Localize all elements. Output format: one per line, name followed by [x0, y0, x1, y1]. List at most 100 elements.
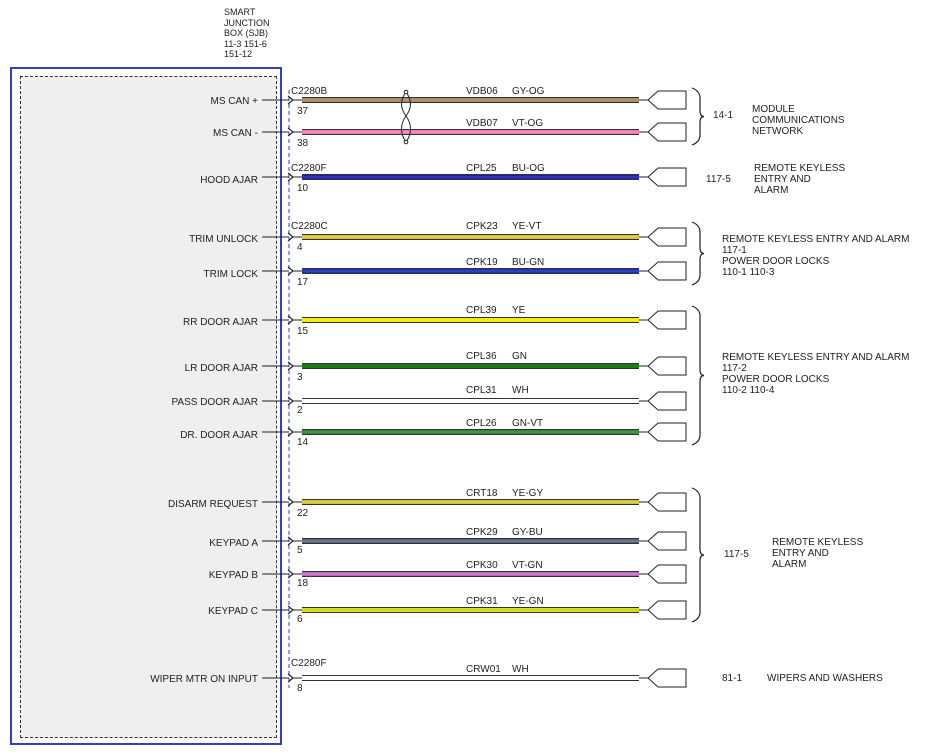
ref-line: ALARM	[754, 185, 789, 196]
signal-label: WIPER MTR ON INPUT	[150, 674, 258, 685]
connector-tab	[647, 531, 687, 551]
signal-label: LR DOOR AJAR	[184, 363, 258, 374]
wire-color-code: VT-GN	[512, 560, 543, 571]
ref-system-name: REMOTE KEYLESS ENTRY AND ALARM 117-2 POW…	[722, 352, 909, 396]
wire-color-code: GN	[512, 351, 527, 362]
ref-page-number: 117-5	[706, 174, 731, 185]
connector-label: C2280F	[291, 163, 327, 174]
pin-number: 4	[297, 242, 303, 253]
pin-number: 3	[297, 372, 303, 383]
connector-tab	[647, 227, 687, 247]
pin-number: 38	[297, 138, 309, 149]
twisted-pair-end	[403, 89, 409, 95]
wire-color-code: GY-BU	[512, 527, 543, 538]
ref-system-name: REMOTE KEYLESS ENTRY AND ALARM	[772, 537, 863, 570]
ref-page-number: 117-5	[724, 549, 749, 560]
pin-number: 6	[297, 614, 303, 625]
circuit-number: CPK31	[466, 596, 498, 607]
circuit-number: CPL39	[466, 305, 497, 316]
wire-color-code: WH	[512, 664, 529, 675]
group-bracket	[691, 305, 705, 446]
connector-tab	[647, 167, 687, 187]
connector-tab	[647, 391, 687, 411]
connector-label: C2280C	[291, 221, 328, 232]
ref-line: ENTRY AND	[772, 548, 829, 559]
group-bracket	[691, 487, 705, 623]
wire-stripe	[302, 319, 639, 321]
connector-tab	[647, 261, 687, 281]
signal-label: MS CAN -	[213, 128, 258, 139]
sjb-module-body	[20, 76, 277, 738]
twisted-pair-marker	[401, 91, 411, 143]
ref-line: MODULE	[752, 104, 795, 115]
connector-tab	[647, 492, 687, 512]
ref-line: POWER DOOR LOCKS	[722, 256, 830, 267]
ref-line: COMMUNICATIONS	[752, 115, 845, 126]
pin-number: 18	[297, 578, 309, 589]
group-bracket	[691, 87, 705, 146]
wire-color-code: BU-GN	[512, 257, 545, 268]
connector-tab	[647, 564, 687, 584]
signal-label: TRIM UNLOCK	[189, 234, 258, 245]
wire-stripe	[302, 236, 639, 238]
twisted-pair-end	[403, 139, 409, 145]
signal-label: KEYPAD B	[208, 570, 258, 581]
pin-number: 14	[297, 437, 309, 448]
pin-number: 10	[297, 183, 309, 194]
ref-page-number: 81-1	[722, 673, 743, 684]
wire-stripe	[302, 431, 639, 433]
wire-stripe	[302, 573, 639, 575]
circuit-number: CRW01	[466, 664, 501, 675]
circuit-number: CPL26	[466, 418, 497, 429]
circuit-number: CPK29	[466, 527, 498, 538]
ref-system-name: REMOTE KEYLESS ENTRY AND ALARM 117-1 POW…	[722, 234, 909, 278]
ref-line: POWER DOOR LOCKS	[722, 374, 830, 385]
pin-number: 17	[297, 277, 309, 288]
wire-color-code: YE-VT	[512, 221, 542, 232]
ref-line: REMOTE KEYLESS	[772, 537, 864, 548]
ref-line: REMOTE KEYLESS ENTRY AND ALARM	[722, 234, 910, 245]
wire-stripe	[302, 131, 639, 133]
ref-line: NETWORK	[752, 126, 804, 137]
ref-line: REMOTE KEYLESS ENTRY AND ALARM	[722, 352, 910, 363]
circuit-number: CPL31	[466, 385, 497, 396]
circuit-number: CPK19	[466, 257, 498, 268]
signal-label: DR. DOOR AJAR	[180, 430, 258, 441]
ref-line: ENTRY AND	[754, 174, 811, 185]
connector-tab	[647, 310, 687, 330]
wire-color-code: VT-OG	[512, 118, 544, 129]
group-bracket	[691, 221, 705, 286]
wire-stripe	[302, 176, 639, 178]
ref-system-name: REMOTE KEYLESS ENTRY AND ALARM	[754, 163, 845, 196]
connector-tab	[647, 422, 687, 442]
ref-line: 117-1	[722, 245, 747, 256]
wire-stripe	[302, 540, 639, 542]
ref-system-name: MODULE COMMUNICATIONS NETWORK	[752, 104, 845, 137]
connector-label: C2280B	[291, 86, 328, 97]
ref-system-name: WIPERS AND WASHERS	[767, 673, 883, 684]
header-line: BOX (SJB)	[224, 28, 269, 38]
ref-line: ALARM	[772, 559, 807, 570]
wire-color-code: YE-GY	[512, 488, 544, 499]
circuit-number: CPL36	[466, 351, 497, 362]
wire-stripe	[302, 99, 639, 101]
wire-color-code: YE-GN	[512, 596, 544, 607]
wire-stripe	[302, 609, 639, 611]
pin-number: 2	[297, 405, 303, 416]
wire-stripe	[302, 501, 639, 503]
pin-number: 22	[297, 508, 309, 519]
connector-tab	[647, 668, 687, 688]
circuit-number: CRT18	[466, 488, 498, 499]
wire-color-code: WH	[512, 385, 529, 396]
pin-number: 15	[297, 326, 309, 337]
connector-tab	[647, 90, 687, 110]
signal-label: PASS DOOR AJAR	[171, 397, 258, 408]
ref-line: REMOTE KEYLESS	[754, 163, 846, 174]
circuit-number: CPL25	[466, 163, 497, 174]
connector-tab	[647, 356, 687, 376]
ref-line: 110-1 110-3	[722, 267, 775, 278]
signal-label: MS CAN +	[210, 96, 258, 107]
wire-stripe	[302, 400, 639, 402]
wire-stripe	[302, 365, 639, 367]
